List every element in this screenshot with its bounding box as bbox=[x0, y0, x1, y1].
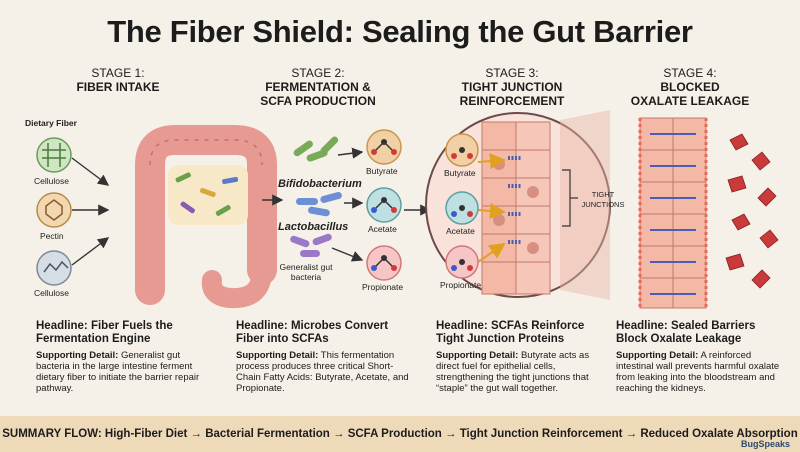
stage-2-number: STAGE 2: bbox=[291, 66, 345, 80]
stage-1-number: STAGE 1: bbox=[91, 66, 145, 80]
scfa-label-butyrate: Butyrate bbox=[366, 166, 398, 176]
dietary-fiber-label: Dietary Fiber bbox=[25, 118, 77, 128]
brand-logo: BugSpeaks bbox=[740, 439, 790, 449]
fiber-icons bbox=[36, 137, 110, 286]
stage-4-caption: Headline: Sealed Barriers Block Oxalate … bbox=[616, 320, 788, 394]
stage-3-name-line1: TIGHT JUNCTION bbox=[461, 80, 563, 94]
scfa-label-propionate: Propionate bbox=[362, 282, 404, 292]
pectin-icon bbox=[36, 192, 72, 228]
scfa-label-acetate: Acetate bbox=[368, 224, 397, 234]
bacteria-icons bbox=[262, 136, 364, 262]
stage-1-name: FIBER INTAKE bbox=[76, 80, 160, 94]
bifidobacterium-label: Bifidobacterium bbox=[278, 178, 362, 190]
summary-flow-text: SUMMARY FLOW: High-Fiber Diet → Bacteria… bbox=[2, 428, 798, 440]
scfa-molecules bbox=[366, 129, 432, 281]
sealed-gut-wall bbox=[638, 117, 779, 309]
stage-3-detail: Supporting Detail: Butyrate acts as dire… bbox=[436, 350, 590, 394]
stage-2-header: STAGE 2: FERMENTATION & SCFA PRODUCTION bbox=[248, 66, 388, 108]
lactobacillus-label: Lactobacillus bbox=[278, 221, 349, 233]
fiber-label-pectin: Pectin bbox=[40, 231, 64, 241]
stage-4-header: STAGE 4: BLOCKED OXALATE LEAKAGE bbox=[620, 66, 760, 108]
stage-4-name-line2: OXALATE LEAKAGE bbox=[630, 94, 750, 108]
epithelium-zoom bbox=[425, 110, 611, 300]
large-intestine bbox=[135, 125, 277, 309]
stage-1-caption: Headline: Fiber Fuels the Fermentation E… bbox=[36, 320, 214, 394]
stage-4-name-line1: BLOCKED bbox=[660, 80, 720, 94]
stage-1-detail: Supporting Detail: Generalist gut bacter… bbox=[36, 350, 200, 394]
page-title: The Fiber Shield: Sealing the Gut Barrie… bbox=[107, 14, 693, 49]
stage-4-number: STAGE 4: bbox=[663, 66, 717, 80]
stage-3-number: STAGE 3: bbox=[485, 66, 539, 80]
stage-1-header: STAGE 1: FIBER INTAKE bbox=[58, 66, 178, 94]
stage-2-name-line1: FERMENTATION & bbox=[265, 80, 371, 94]
stage-1-headline: Headline: Fiber Fuels the Fermentation E… bbox=[36, 320, 173, 345]
stage-4-headline: Headline: Sealed Barriers Block Oxalate … bbox=[616, 320, 756, 345]
stage-2-headline: Headline: Microbes Convert Fiber into SC… bbox=[236, 320, 389, 345]
stage3-label-butyrate: Butyrate bbox=[444, 168, 476, 178]
stage-2-caption: Headline: Microbes Convert Fiber into SC… bbox=[236, 320, 414, 394]
stage-3-headline: Headline: SCFAs Reinforce Tight Junction… bbox=[436, 320, 585, 345]
stage-3-name-line2: REINFORCEMENT bbox=[459, 94, 565, 108]
summary-flow-banner: SUMMARY FLOW: High-Fiber Diet → Bacteria… bbox=[0, 416, 800, 452]
stage-2-name-line2: SCFA PRODUCTION bbox=[260, 94, 376, 108]
stage-3-header: STAGE 3: TIGHT JUNCTION REINFORCEMENT bbox=[442, 66, 582, 108]
generalist-bacteria-label: Generalist gut bacteria bbox=[279, 262, 333, 282]
stage-4-detail: Supporting Detail: A reinforced intestin… bbox=[616, 350, 780, 394]
tight-junctions-label: TIGHT JUNCTIONS bbox=[581, 190, 625, 209]
cellulose-icon bbox=[36, 137, 72, 173]
fiber-label-cellulose: Cellulose bbox=[34, 176, 69, 186]
stage-3-caption: Headline: SCFAs Reinforce Tight Junction… bbox=[436, 320, 614, 394]
fiber-label-cellulose-2: Cellulose bbox=[34, 288, 69, 298]
stage3-label-propionate: Propionate bbox=[440, 280, 482, 290]
stage-2-detail: Supporting Detail: This fermentation pro… bbox=[236, 350, 409, 394]
stage3-label-acetate: Acetate bbox=[446, 226, 475, 236]
